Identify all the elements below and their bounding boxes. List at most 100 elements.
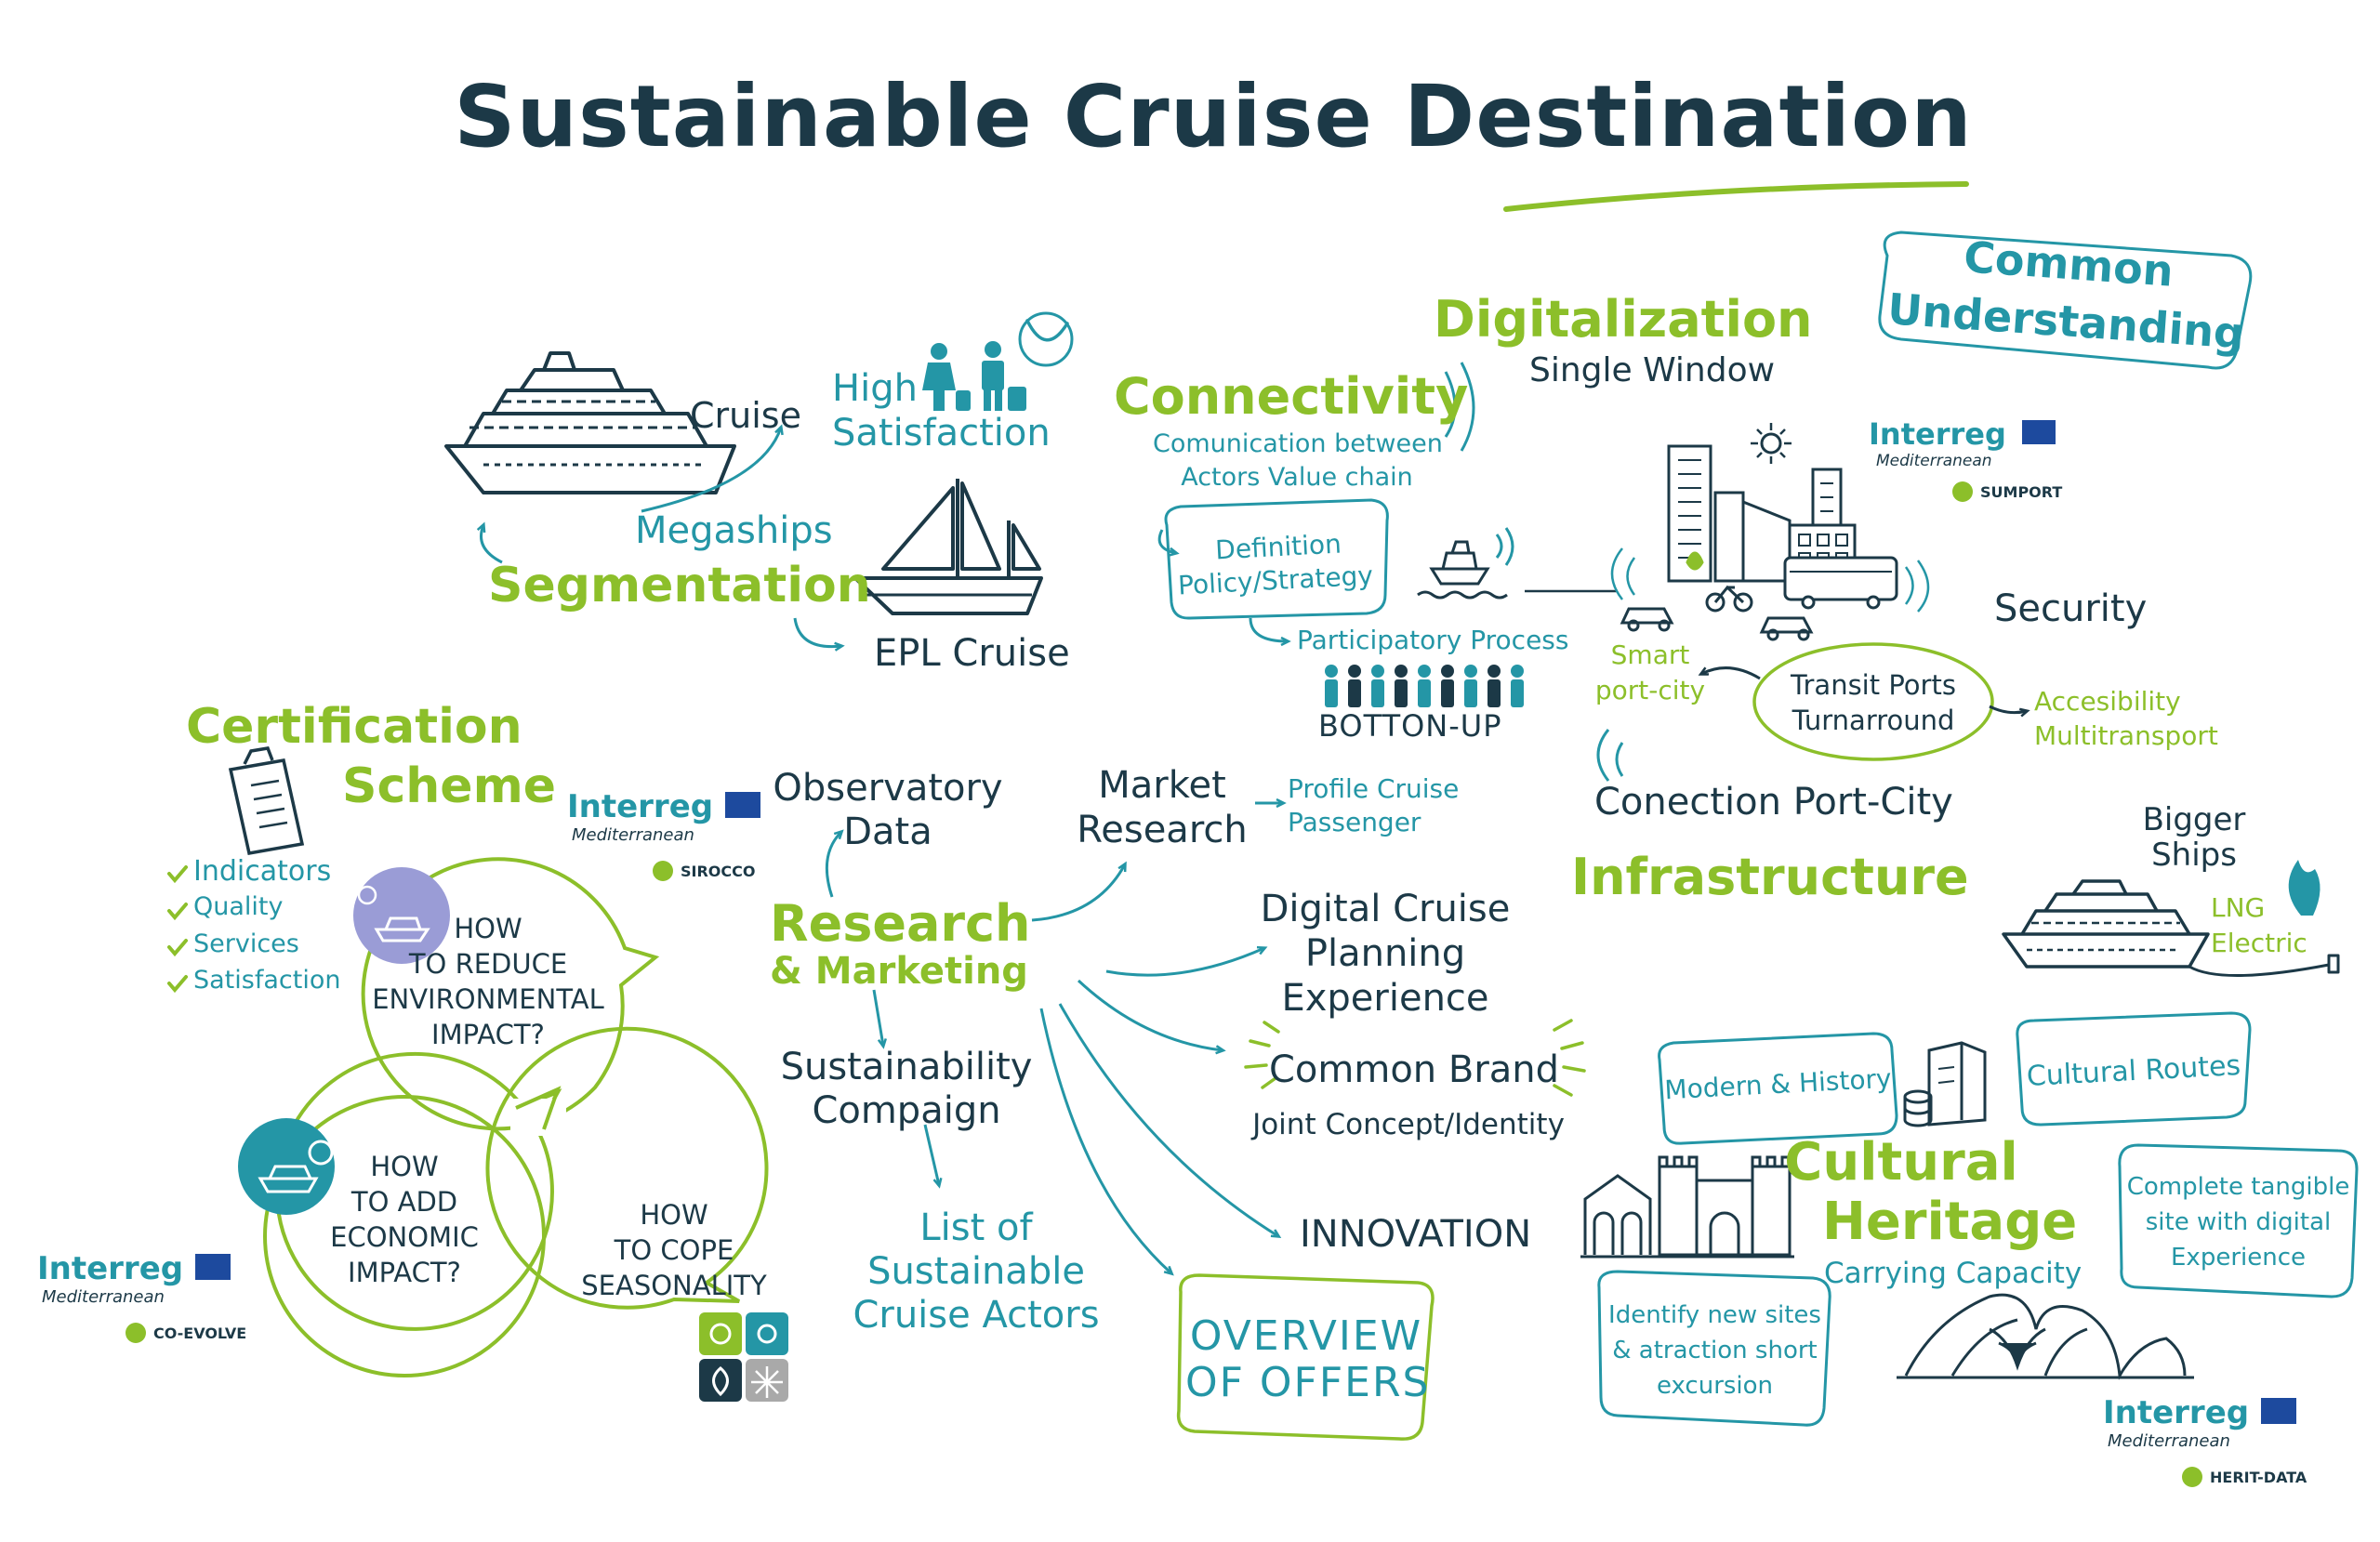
research-heading: Research <box>770 894 1031 953</box>
lng-label: LNG <box>2211 892 2266 923</box>
infrastructure-heading: Infrastructure <box>1571 848 1969 906</box>
project-leaf-icon <box>2182 1467 2202 1487</box>
environmental-line-1: HOW <box>454 913 522 944</box>
carrying-capacity-label: Carrying Capacity <box>1824 1257 2082 1290</box>
server-icon <box>1903 1041 1987 1127</box>
megaships-label: Megaships <box>635 509 833 552</box>
identify-line-3: excursion <box>1656 1372 1774 1400</box>
sailing-ship-icon <box>853 479 1043 615</box>
logo-heritdata: Interreg Mediterranean HERIT-DATA <box>2103 1394 2317 1496</box>
mediterranean-label: Mediterranean <box>572 825 694 845</box>
seasons-icon <box>699 1312 788 1402</box>
observatory-label-2: Data <box>843 811 932 853</box>
epl-cruise-label: EPL Cruise <box>874 632 1070 675</box>
co2-ship-icon <box>353 867 450 964</box>
mediterranean-label: Mediterranean <box>2108 1431 2230 1451</box>
communication-label-1: Comunication between <box>1153 429 1443 458</box>
clipboard-icon <box>228 746 305 856</box>
modern-architecture-icon <box>1897 1293 2194 1380</box>
overview-label-1: OVERVIEW <box>1189 1312 1423 1360</box>
cultural-heading-1: Cultural <box>1784 1132 2018 1193</box>
cert-item-indicators: Indicators <box>193 855 332 888</box>
complete-box <box>2118 1143 2359 1298</box>
smart-label-1: Smart <box>1610 639 1690 670</box>
historic-buildings-icon <box>1580 1155 1794 1259</box>
flame-icon <box>2288 860 2320 916</box>
economic-line-1: HOW <box>370 1151 439 1182</box>
project-leaf-icon <box>126 1323 146 1343</box>
environmental-line-4: IMPACT? <box>431 1019 545 1050</box>
seasonality-line-3: SEASONALITY <box>581 1270 767 1301</box>
definition-box <box>1164 498 1389 620</box>
connection-port-city-label: Conection Port-City <box>1594 781 1953 824</box>
interreg-label: Interreg <box>37 1250 184 1287</box>
digital-label-2: Planning <box>1304 932 1466 975</box>
bigger-label: Bigger <box>2142 801 2246 838</box>
eu-flag-icon <box>725 792 760 818</box>
joint-concept-label: Joint Concept/Identity <box>1252 1108 1565 1141</box>
environmental-line-3: ENVIRONMENTAL <box>372 983 604 1015</box>
eu-flag-icon <box>195 1254 231 1280</box>
lng-ship-icon <box>2002 879 2340 978</box>
interreg-label: Interreg <box>567 788 714 825</box>
seasonality-line-1: HOW <box>640 1199 708 1231</box>
profile-label-2: Passenger <box>1288 807 1421 837</box>
cert-item-services: Services <box>193 929 299 958</box>
security-label: Security <box>1994 587 2148 630</box>
crowd-icon <box>1325 665 1524 707</box>
identify-line-2: & atraction short <box>1612 1337 1818 1364</box>
electric-label: Electric <box>2211 928 2307 958</box>
complete-line-1: Complete tangible <box>2126 1173 2350 1201</box>
digital-label-1: Digital Cruise <box>1260 888 1511 930</box>
environmental-line-2: TO REDUCE <box>408 948 568 980</box>
logo-coevolve: Interreg Mediterranean CO-EVOLVE <box>37 1250 251 1352</box>
list-label-3: Cruise Actors <box>853 1294 1100 1337</box>
accesibility-label: Accesibility <box>2034 686 2181 717</box>
sustainability-label-1: Sustainability <box>780 1046 1033 1088</box>
list-label-1: List of <box>919 1206 1033 1249</box>
segmentation-heading: Segmentation <box>488 558 871 613</box>
participatory-label: Participatory Process <box>1297 625 1569 655</box>
cultural-heading-2: Heritage <box>1822 1192 2078 1252</box>
sumport-label: SUMPORT <box>1980 483 2063 501</box>
bottom-up-label: BOTTON-UP <box>1318 708 1502 744</box>
connectivity-heading: Connectivity <box>1114 367 1469 426</box>
marketing-heading: & Marketing <box>770 950 1028 993</box>
cert-item-quality: Quality <box>193 892 284 921</box>
market-label-2: Research <box>1077 809 1248 851</box>
project-leaf-icon <box>653 861 673 881</box>
logo-sirocco: Interreg Mediterranean SIROCCO <box>567 788 781 890</box>
satisfaction-label: Satisfaction <box>832 412 1051 455</box>
observatory-label-1: Observatory <box>773 767 1003 810</box>
cruise-ship-icon <box>444 351 736 494</box>
complete-line-3: Experience <box>2171 1244 2306 1272</box>
title-underline <box>1503 181 1969 212</box>
tourists-icon <box>922 341 1026 411</box>
identify-line-1: Identify new sites <box>1608 1301 1821 1329</box>
economic-line-2: TO ADD <box>350 1186 458 1218</box>
digitalization-heading: Digitalization <box>1434 290 1813 349</box>
eu-flag-icon <box>2261 1398 2296 1424</box>
high-label: High <box>832 367 918 410</box>
logo-sumport: Interreg Mediterranean SUMPORT <box>1869 416 2073 509</box>
certification-heading-2: Scheme <box>342 758 557 814</box>
modern-history-box <box>1658 1032 1898 1145</box>
economic-line-3: ECONOMIC <box>330 1221 479 1253</box>
smart-label-2: port-city <box>1594 675 1706 705</box>
identify-box <box>1597 1270 1831 1427</box>
sustainability-label-2: Compaign <box>812 1089 1001 1132</box>
eu-flag-icon <box>2022 420 2056 444</box>
interreg-label: Interreg <box>2103 1394 2250 1431</box>
single-window-label: Single Window <box>1529 351 1776 389</box>
ships-label: Ships <box>2151 837 2237 874</box>
market-label-1: Market <box>1098 764 1226 807</box>
common-understanding-box <box>1878 231 2253 370</box>
economic-ship-icon <box>238 1118 335 1215</box>
cruise-label: Cruise <box>690 395 801 436</box>
cultural-routes-box <box>2016 1011 2252 1127</box>
checkmarks <box>167 865 188 994</box>
bubble-seasonality <box>485 1026 769 1310</box>
innovation-label: INNOVATION <box>1300 1213 1532 1256</box>
economic-line-4: IMPACT? <box>348 1257 461 1288</box>
